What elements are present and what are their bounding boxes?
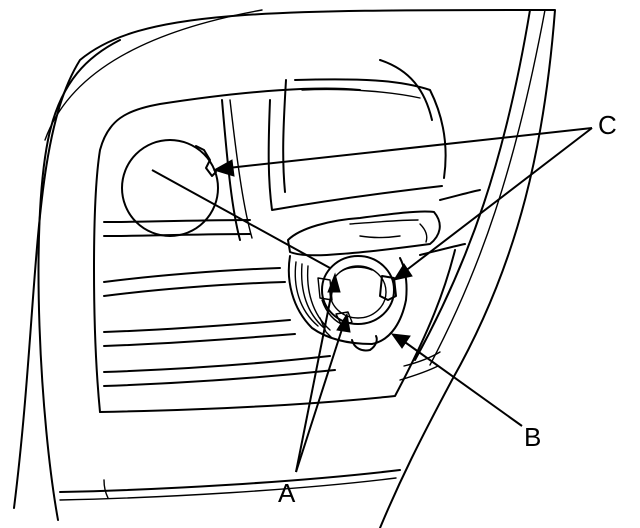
bulb-socket-assembly	[287, 210, 441, 352]
arrowhead-c-lower	[392, 263, 413, 281]
arrowhead-a-left	[327, 272, 341, 293]
arrowhead-c-upper	[212, 159, 235, 177]
leader-b	[401, 339, 523, 427]
leader-c-lower	[403, 127, 593, 273]
bumper-body	[13, 9, 556, 528]
arrowhead-a-right	[336, 312, 351, 333]
cap-socket-guide	[151, 169, 331, 269]
callout-label-a: A	[278, 478, 296, 508]
callout-label-b: B	[524, 422, 541, 452]
arrowhead-b	[390, 333, 411, 349]
leader-a-left	[295, 285, 334, 473]
fog-light-cap	[121, 139, 219, 237]
leader-lines	[151, 127, 593, 473]
leader-c-upper	[227, 127, 593, 169]
callout-label-c: C	[598, 110, 617, 140]
leader-a-right	[295, 325, 344, 473]
